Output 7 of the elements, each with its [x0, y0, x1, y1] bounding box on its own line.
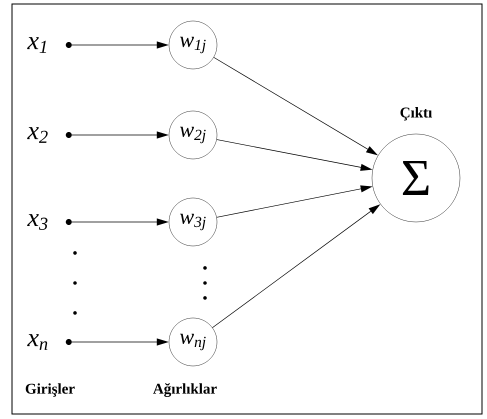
input-label: x$_{3}$: [27, 214, 48, 230]
column-label: Ağırlıklar: [153, 383, 217, 397]
input-label: x$_{2}$: [27, 127, 48, 143]
input-label: x$_{n}$: [27, 334, 48, 350]
output-label: Çıktı: [400, 107, 432, 121]
column-label: Girişler: [26, 383, 75, 397]
input-label: x$_{1}$: [27, 37, 46, 53]
